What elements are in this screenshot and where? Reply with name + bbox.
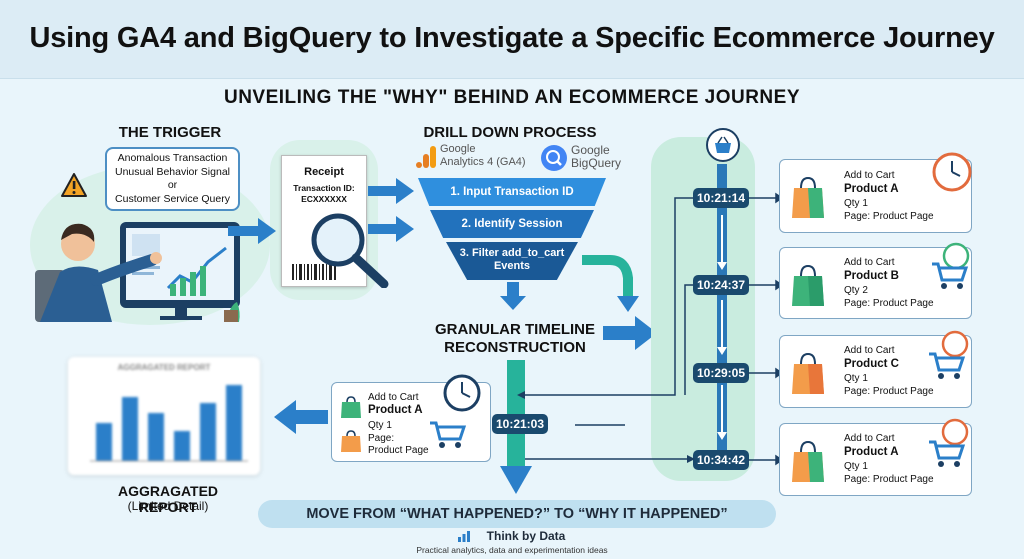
receipt-label: Transaction ID: xyxy=(293,183,355,193)
card-page: Page: Product Page xyxy=(844,386,934,397)
trigger-line: Unusual Behavior Signal xyxy=(115,165,230,178)
shopping-bag-icon xyxy=(792,264,824,306)
ga4-label-1: Google xyxy=(440,143,476,155)
analyst-at-computer-illustration xyxy=(35,222,240,322)
trigger-heading: THE TRIGGER xyxy=(118,124,222,141)
shopping-bag-icon xyxy=(792,440,824,482)
card-type: Add to Cart xyxy=(844,257,895,268)
clock-icon xyxy=(443,374,481,412)
shopping-bag-icon xyxy=(341,430,361,452)
arrow-left xyxy=(274,400,328,434)
cart-clock-icon xyxy=(932,242,970,289)
timestamp-badge: 10:21:14 xyxy=(693,188,749,208)
timeline-line xyxy=(717,164,727,464)
trigger-bubble: Anomalous Transaction Unusual Behavior S… xyxy=(105,147,240,211)
funnel-step-1: 1. Input Transaction ID xyxy=(418,178,606,206)
shopping-bag-icon xyxy=(792,352,824,394)
trigger-line: Customer Service Query xyxy=(115,192,230,205)
receipt-id: Transaction ID: ECXXXXXX xyxy=(282,183,366,205)
funnel-step-3: 3. Filter add_to_cart Events xyxy=(446,242,578,280)
card-product: Product C xyxy=(844,358,899,370)
card-type: Add to Cart xyxy=(844,433,895,444)
ga4-label-2: Analytics 4 (GA4) xyxy=(440,156,526,168)
card-qty: Qty 2 xyxy=(844,285,868,296)
warning-icon xyxy=(61,173,87,197)
cart-icon xyxy=(430,421,467,448)
aggregated-bar-chart xyxy=(90,385,248,462)
drill-heading: DRILL DOWN PROCESS xyxy=(423,124,597,141)
timestamp-badge: 10:34:42 xyxy=(693,450,749,470)
detail-page: Page: Product Page xyxy=(368,433,429,457)
card-product: Product A xyxy=(844,446,899,458)
detail-qty: Qty 1 xyxy=(368,420,392,431)
brand-name: Think by Data xyxy=(486,529,566,543)
trigger-line: Anomalous Transaction xyxy=(117,152,228,164)
card-qty: Qty 1 xyxy=(844,461,868,472)
detail-page-line1: Page: xyxy=(368,433,395,444)
aggregated-report-inner-title: AGGRAGATED REPORT xyxy=(117,363,211,372)
granular-heading: GRANULAR TIMELINE RECONSTRUCTION xyxy=(418,321,612,357)
card-qty: Qty 1 xyxy=(844,198,868,209)
detail-card: Add to Cart Product A Qty 1 Page: Produc… xyxy=(331,374,491,462)
arrows-to-funnel xyxy=(368,178,414,242)
event-card: Add to Cart Product B Qty 2 Page: Produc… xyxy=(779,242,972,319)
barcode-icon xyxy=(292,264,336,280)
bigquery-logo-icon xyxy=(541,145,567,171)
detail-page-line2: Product Page xyxy=(368,445,429,456)
card-qty: Qty 1 xyxy=(844,373,868,384)
event-card: Add to Cart Product A Qty 1 Page: Produc… xyxy=(779,418,972,496)
event-card: Add to Cart Product C Qty 1 Page: Produc… xyxy=(779,330,972,408)
funnel-output-arrows xyxy=(500,255,639,312)
card-product: Product A xyxy=(844,183,899,195)
card-type: Add to Cart xyxy=(844,345,895,356)
receipt-title: Receipt xyxy=(304,166,344,178)
page-subtitle: UNVEILING THE "WHY" BEHIND AN ECOMMERCE … xyxy=(223,87,800,108)
detail-type: Add to Cart xyxy=(368,392,419,403)
card-page: Page: Product Page xyxy=(844,474,934,485)
bq-label-2: BigQuery xyxy=(571,156,622,170)
granular-line1: GRANULAR TIMELINE xyxy=(435,321,595,338)
card-page: Page: Product Page xyxy=(844,211,934,222)
arrow-to-timeline xyxy=(603,316,657,350)
aggregated-report-card: AGGRAGATED REPORT xyxy=(68,357,260,475)
clock-icon xyxy=(932,152,972,192)
trigger-line: or xyxy=(167,179,178,191)
granular-line2: RECONSTRUCTION xyxy=(444,339,586,356)
event-card: Add to Cart Product A Qty 1 Page: Produc… xyxy=(779,152,972,233)
timestamp-badge: 10:24:37 xyxy=(693,275,749,295)
timestamp-badge: 10:29:05 xyxy=(693,363,749,383)
aggregated-report-title: AGGRAGATED REPORT xyxy=(117,483,219,515)
magnifier-icon xyxy=(311,213,389,288)
receipt-id-value: ECXXXXXX xyxy=(301,194,347,204)
card-type: Add to Cart xyxy=(844,170,895,181)
bar-chart-logo-icon xyxy=(458,531,470,542)
bq-label-1: Google xyxy=(571,143,610,157)
ga4-logo-icon xyxy=(416,146,436,168)
shopping-bag-icon xyxy=(792,176,824,218)
conclusion-banner: MOVE FROM “WHAT HAPPENED?” TO “WHY IT HA… xyxy=(258,500,776,528)
brand-tagline: Practical analytics, data and experiment… xyxy=(416,545,608,555)
aggregated-report-subtitle: (Limited Detail) xyxy=(127,499,209,513)
title-band xyxy=(0,0,1024,79)
basket-icon xyxy=(706,128,740,162)
timestamp-badge: 10:21:03 xyxy=(492,414,548,434)
card-product: Product B xyxy=(844,270,899,282)
funnel-step-3-line2: Events xyxy=(493,260,531,272)
timeline-feedback-lines xyxy=(517,197,695,463)
shopping-bag-icon xyxy=(341,396,361,418)
funnel-step-3-line1: 3. Filter add_to_cart xyxy=(459,247,565,259)
funnel-step-2: 2. Identify Session xyxy=(430,210,594,238)
page-title: Using GA4 and BigQuery to Investigate a … xyxy=(29,22,995,54)
cart-clock-icon xyxy=(929,418,969,467)
cart-clock-icon xyxy=(929,330,969,379)
detail-product: Product A xyxy=(368,404,423,416)
card-connectors xyxy=(748,192,784,466)
arrow-right xyxy=(228,218,276,244)
card-page: Page: Product Page xyxy=(844,298,934,309)
